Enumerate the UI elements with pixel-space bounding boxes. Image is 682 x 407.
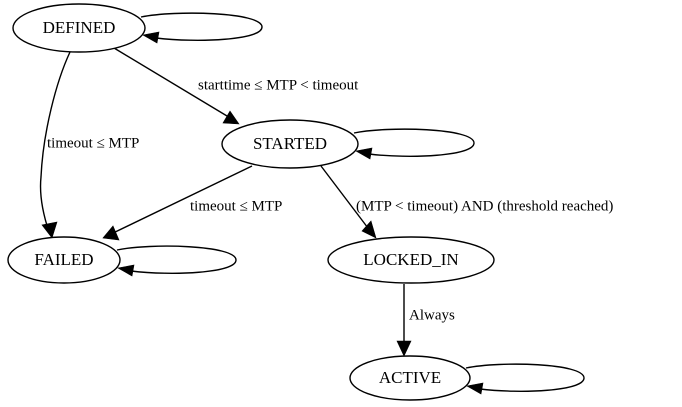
edge-failed-self-path (116, 245, 237, 274)
edge-started-self-loop[interactable] (353, 128, 475, 160)
edge-defined-self-arrowhead (142, 31, 160, 44)
node-failed[interactable]: FAILED (7, 236, 121, 284)
edge-label-started-failed: timeout ≤ MTP (190, 198, 282, 214)
node-failed-label: FAILED (34, 250, 93, 269)
node-active-ellipse (349, 355, 471, 401)
edge-defined-self-loop[interactable] (140, 12, 263, 44)
edge-started-to-lockedin-path (320, 165, 372, 233)
edge-started-self-path (353, 128, 475, 157)
edge-label-started-lockedin: (MTP < timeout) AND (threshold reached) (356, 198, 613, 214)
edge-started-to-failed-path (108, 165, 253, 236)
edge-defined-to-failed[interactable] (39, 51, 71, 239)
edge-label-defined-started: starttime ≤ MTP < timeout (198, 77, 359, 93)
node-locked-in-ellipse (327, 236, 495, 284)
node-locked-in[interactable]: LOCKED_IN (327, 236, 495, 284)
node-started-label: STARTED (253, 134, 327, 153)
node-locked-in-label: LOCKED_IN (363, 250, 458, 269)
edge-label-defined-failed: timeout ≤ MTP (47, 135, 139, 151)
edge-started-to-lockedin-arrowhead (361, 220, 377, 239)
edge-lockedin-to-active[interactable] (396, 284, 412, 357)
edge-defined-to-failed-arrowhead (41, 221, 58, 239)
edge-active-self-loop[interactable] (465, 363, 585, 395)
edge-defined-to-started[interactable] (113, 47, 240, 125)
edge-failed-self-loop[interactable] (116, 245, 237, 277)
edge-started-to-lockedin[interactable] (320, 165, 377, 239)
node-started[interactable]: STARTED (221, 119, 359, 169)
edge-lockedin-to-active-arrowhead (396, 340, 412, 357)
edge-defined-to-started-path (113, 47, 233, 120)
edge-started-to-failed-arrowhead (102, 225, 120, 241)
node-active[interactable]: ACTIVE (349, 355, 471, 401)
node-started-ellipse (221, 119, 359, 169)
edge-started-self-arrowhead (355, 147, 373, 160)
edge-started-to-failed[interactable] (102, 165, 253, 241)
edge-defined-to-started-arrowhead (222, 110, 240, 125)
edge-active-self-arrowhead (466, 382, 484, 395)
node-active-label: ACTIVE (379, 368, 441, 387)
edge-active-self-path (465, 363, 585, 392)
node-defined-label: DEFINED (43, 18, 116, 37)
edge-defined-self-path (140, 12, 263, 41)
edge-label-lockedin-active: Always (409, 307, 455, 323)
edge-defined-to-failed-path (39, 51, 71, 233)
node-defined[interactable]: DEFINED (12, 3, 146, 53)
node-defined-ellipse (12, 3, 146, 53)
edge-failed-self-arrowhead (117, 264, 135, 277)
node-failed-ellipse (7, 236, 121, 284)
